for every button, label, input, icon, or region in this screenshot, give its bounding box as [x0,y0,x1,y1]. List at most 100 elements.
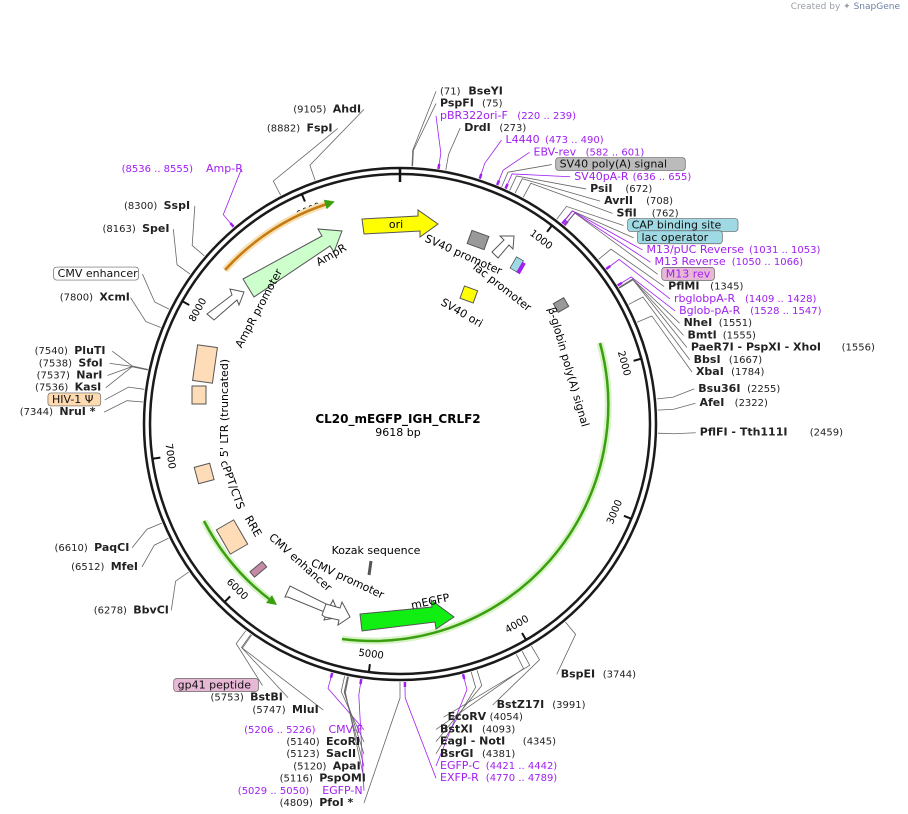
pspfi-position: (75) [482,99,503,110]
hiv1-tag-box [47,392,102,407]
annotation-plutI: (7540)PluTI [35,344,106,357]
egfpc-primer-mark [461,673,466,680]
egfpn-primer-mark [359,678,363,685]
ahdi-leader [309,109,365,181]
pspomi-position: (5116) [280,774,313,785]
mlui-leader [241,634,324,711]
ecori-name: EcoRI [326,735,360,748]
sfoi-position: (7538) [39,358,72,369]
snapgene-logo-icon: ✦ [843,2,851,12]
annotation-leaders [103,91,696,804]
tick-6000 [223,595,231,603]
annotation-rbglobpar: rbglobpA-R(1409 .. 1428) [674,292,817,305]
annotation-spei: (8163)SpeI [103,222,170,235]
egfpn-leader [358,679,365,791]
bstxi-name: BstXI [440,722,473,735]
bstxi-position: (4093) [482,724,515,735]
annotation-bstbi: (5753)BstBI [211,691,283,704]
m13reverse-name: M13 Reverse [654,255,725,268]
bstz17i-position: (3991) [552,700,585,711]
bsu36i-leader [656,388,695,400]
rbglobpar-name: rbglobpA-R [674,292,735,305]
hiv1-name: HIV-1 Ψ [52,393,94,406]
afei-leader [657,402,696,411]
gp41-tag-box [173,678,259,692]
bseyi-position: (71) [440,86,461,97]
xbai-name: XbaI [696,365,724,378]
mlui-position: (5747) [252,705,285,716]
ori-feature [361,209,439,238]
apai-leader [344,676,365,767]
annotation-egfpc: EGFP-C(4421 .. 4442) [440,759,557,772]
sfoi-name: SfoI [78,356,102,369]
exfpr-leader [404,681,437,779]
bstz17i-leader [492,645,541,706]
annotation-sacii: (5123)SacII [286,747,356,760]
exfpr-position: (4770 .. 4789) [486,773,558,784]
sfii-leader [522,182,613,214]
eagi-position: (4345) [523,737,556,748]
bglobin-feature [552,296,570,314]
kasi-leader [105,366,148,389]
egfpn-name: EGFP-N [322,784,362,797]
egfpc-name: EGFP-C [440,759,480,772]
l4440-name: L4440 [505,133,539,146]
tick-label-3000: 3000 [605,498,625,526]
annotation-sv40polya: SV40 poly(A) signal [555,157,686,171]
ampr-promoter-feature [206,288,245,321]
nhei-name: NheI [684,316,713,329]
annotation-pspomi: (5116)PspOMI [280,772,366,785]
annotation-bstz17i: BstZ17I(3991) [497,698,586,711]
annotation-pflmi: PflMI(1345) [668,280,743,293]
rre-label: RRE [242,513,264,539]
annotation-mfei: (6512)MfeI [71,560,138,573]
ampr-primer-mark [229,222,235,228]
sv40-ori-label: SV40 ori [438,296,485,330]
bsrgi-name: BsrGI [440,747,473,760]
tick-label-4000: 4000 [503,614,531,636]
cmvf-primer-mark [329,672,334,679]
hiv-psi-mark [191,385,207,405]
paqci-position: (6610) [54,543,87,554]
paqci-leader [131,522,162,549]
sv40polya-tag-box [555,157,686,171]
tick-8000 [181,300,190,306]
bglobpar-primer-mark [616,281,623,287]
lacop-tag-box [637,230,723,245]
annotation-gp41: gp41 peptide [173,678,259,692]
l4440-leader [479,139,502,179]
m13puc-name: M13/pUC Reverse [646,243,744,256]
annotation-paqci: (6610)PaqCI [54,541,129,554]
ampr-position: (8536 .. 8555) [122,164,194,175]
credit-brand: SnapGene [853,2,900,12]
sfii-name: SfiI [617,206,637,219]
annotation-bglobpar: Bglob-pA-R(1528 .. 1547) [679,304,822,317]
bseyi-leader [411,91,437,167]
kozak-label: Kozak sequence [332,544,421,557]
cmvenh-name: CMV enhancer [58,267,138,280]
nari-position: (7537) [37,371,70,382]
annotation-ahdi: (9105)AhdI [293,102,361,115]
ecorv-name: EcoRV [448,710,487,723]
annotation-ampr: (8536 .. 8555) Amp-R [122,162,244,175]
ecori-leader [340,675,365,743]
xbai-position: (1784) [731,367,764,378]
pbr322-leader [435,115,442,169]
megfp-right-arc [341,342,610,643]
avrii-position: (708) [646,196,673,207]
afei-name: AfeI [699,396,724,409]
mlui-name: MluI [292,703,319,716]
ecorv-position: (4054) [490,712,523,723]
annotation-paer7i: PaeR7I - PspXI - XhoI(1556) [691,341,875,354]
pfoi-name: PfoI * [319,796,353,809]
sv40-promoter-feature [466,229,490,251]
paer7i-name: PaeR7I - PspXI - XhoI [691,341,821,354]
fspi-name: FspI [307,121,333,134]
m13rev-name: M13 rev [666,267,711,280]
ampr-name: Amp-R [206,162,243,175]
annotation-mlui: (5747) MluI [252,703,318,716]
bmti-name: BmtI [688,328,717,341]
annotation-bbsi: BbsI(1667) [694,353,763,366]
pfoi-leader [363,682,401,804]
annotation-bmti: BmtI(1555) [688,328,757,341]
